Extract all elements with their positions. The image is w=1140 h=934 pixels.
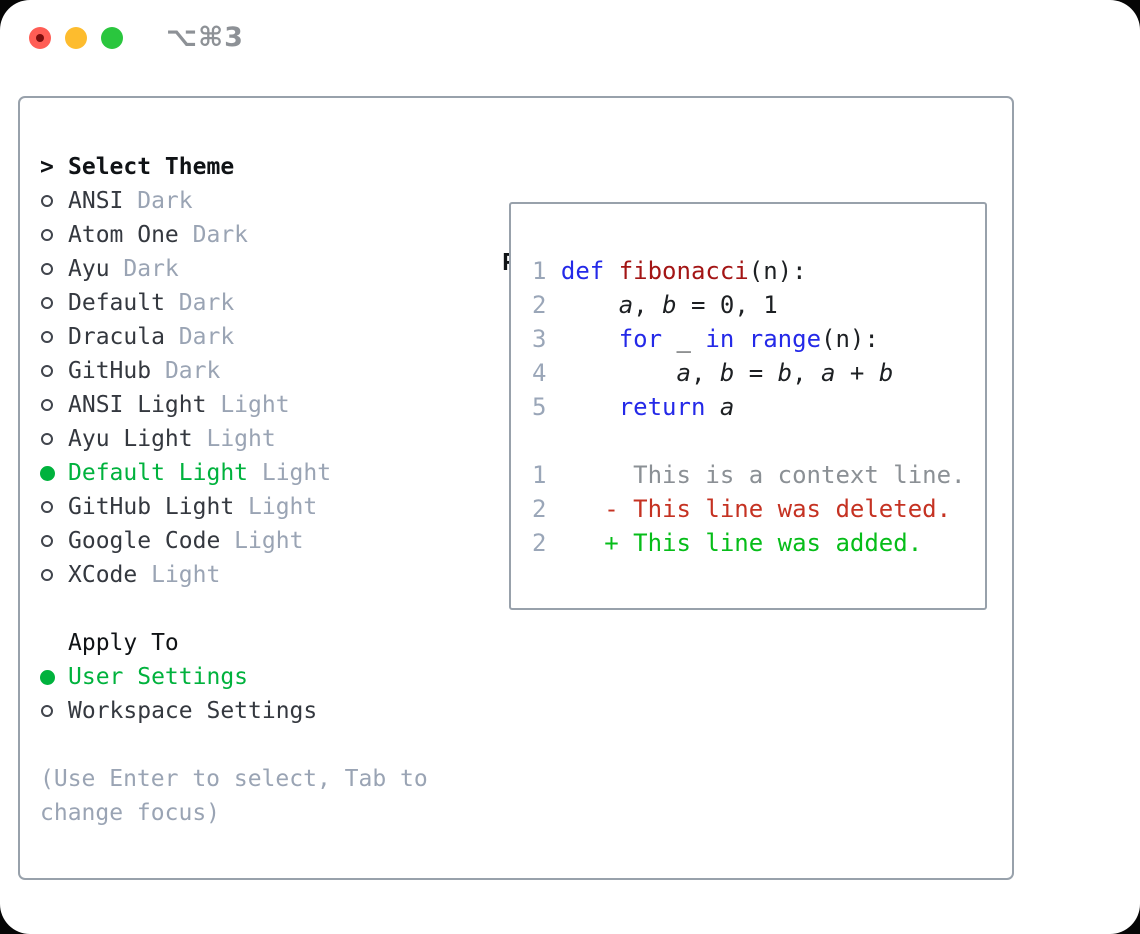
radio-icon: [41, 433, 53, 445]
option-label: Default: [68, 290, 165, 316]
theme-variant-label: Light: [234, 494, 318, 520]
code-line: 3 for _ in range(n):: [532, 325, 879, 353]
radio-icon: [41, 569, 53, 581]
line-number: 5: [532, 393, 561, 421]
close-button[interactable]: [29, 27, 51, 49]
zoom-button[interactable]: [101, 27, 123, 49]
theme-option[interactable]: Default Light Light: [40, 456, 490, 490]
radio-icon: [41, 331, 53, 343]
select-theme-header: > Select Theme: [40, 150, 490, 184]
radio-icon: [41, 195, 53, 207]
radio-icon: [41, 365, 53, 377]
apply-to-title: Apply To: [68, 630, 179, 656]
radio-icon: [41, 705, 53, 717]
theme-option[interactable]: XCode Light: [40, 558, 490, 592]
theme-variant-label: Dark: [123, 188, 193, 214]
code-line: 1 def fibonacci(n):: [532, 257, 807, 285]
option-label: Dracula: [68, 324, 165, 350]
code-line: 4 a, b = b, a + b: [532, 359, 894, 387]
code-line: 2 a, b = 0, 1: [532, 291, 778, 319]
theme-variant-label: Light: [220, 528, 304, 554]
theme-variant-label: Dark: [109, 256, 179, 282]
keyboard-hint: (Use Enter to select, Tab to change focu…: [40, 766, 428, 826]
code-sample: 1 def fibonacci(n): 2 a, b = 0, 1 3 for _ …: [511, 204, 985, 560]
theme-option[interactable]: Ayu Dark: [40, 252, 490, 286]
option-label: Google Code: [68, 528, 221, 554]
theme-variant-label: Dark: [164, 324, 235, 350]
theme-option[interactable]: GitHub Dark: [40, 354, 490, 388]
line-number: 2: [532, 291, 561, 319]
theme-variant-label: Light: [206, 392, 290, 418]
preview-panel: 1 def fibonacci(n): 2 a, b = 0, 1 3 for _ …: [509, 202, 987, 610]
theme-variant-label: Dark: [151, 358, 221, 384]
line-number: 2: [532, 495, 561, 523]
apply-to-option[interactable]: User Settings: [40, 660, 490, 694]
theme-variant-label: Light: [137, 562, 221, 588]
theme-variant-label: Light: [248, 460, 332, 486]
option-label: Atom One: [68, 222, 179, 248]
code-line: 5 return a: [532, 393, 735, 421]
option-label: GitHub: [68, 358, 152, 384]
theme-option[interactable]: Dracula Dark: [40, 320, 490, 354]
apply-to-option[interactable]: Workspace Settings: [40, 694, 490, 728]
option-label: XCode: [68, 562, 138, 588]
radio-selected-icon: [40, 465, 55, 481]
theme-option[interactable]: ANSI Dark: [40, 184, 490, 218]
radio-icon: [41, 297, 53, 309]
diff-line: 2 + This line was added.: [532, 529, 923, 557]
theme-option[interactable]: Default Dark: [40, 286, 490, 320]
radio-icon: [41, 263, 53, 275]
theme-option[interactable]: ANSI Light Light: [40, 388, 490, 422]
select-theme-title: Select Theme: [68, 154, 235, 180]
window-title: ⌥⌘3: [166, 22, 244, 53]
diff-line: 2 - This line was deleted.: [532, 495, 952, 523]
line-number: 1: [532, 257, 561, 285]
diff-line: 1 This is a context line.: [532, 461, 966, 489]
line-number: 2: [532, 529, 561, 557]
theme-option[interactable]: Google Code Light: [40, 524, 490, 558]
theme-option[interactable]: GitHub Light Light: [40, 490, 490, 524]
theme-option[interactable]: Ayu Light Light: [40, 422, 490, 456]
radio-icon: [41, 229, 53, 241]
option-label: ANSI: [68, 188, 124, 214]
theme-option[interactable]: Atom One Dark: [40, 218, 490, 252]
theme-variant-label: Dark: [178, 222, 249, 248]
line-number: 3: [532, 325, 561, 353]
option-label: Default Light: [68, 460, 249, 486]
focus-caret-icon: >: [40, 154, 54, 180]
minimize-button[interactable]: [65, 27, 87, 49]
radio-icon: [41, 399, 53, 411]
option-label: Ayu Light: [68, 426, 193, 452]
option-label: User Settings: [68, 664, 249, 690]
diff-sample: 1 This is a context line. 2 - This line w…: [532, 458, 985, 560]
radio-icon: [41, 501, 53, 513]
option-label: Workspace Settings: [68, 698, 318, 724]
option-label: ANSI Light: [68, 392, 207, 418]
radio-icon: [41, 535, 53, 547]
option-label: Ayu: [68, 256, 110, 282]
line-number: 4: [532, 359, 561, 387]
titlebar: ⌥⌘3: [0, 0, 1140, 76]
line-number: 1: [532, 461, 561, 489]
theme-variant-label: Light: [192, 426, 276, 452]
radio-selected-icon: [40, 669, 55, 685]
option-label: GitHub Light: [68, 494, 235, 520]
theme-variant-label: Dark: [164, 290, 235, 316]
